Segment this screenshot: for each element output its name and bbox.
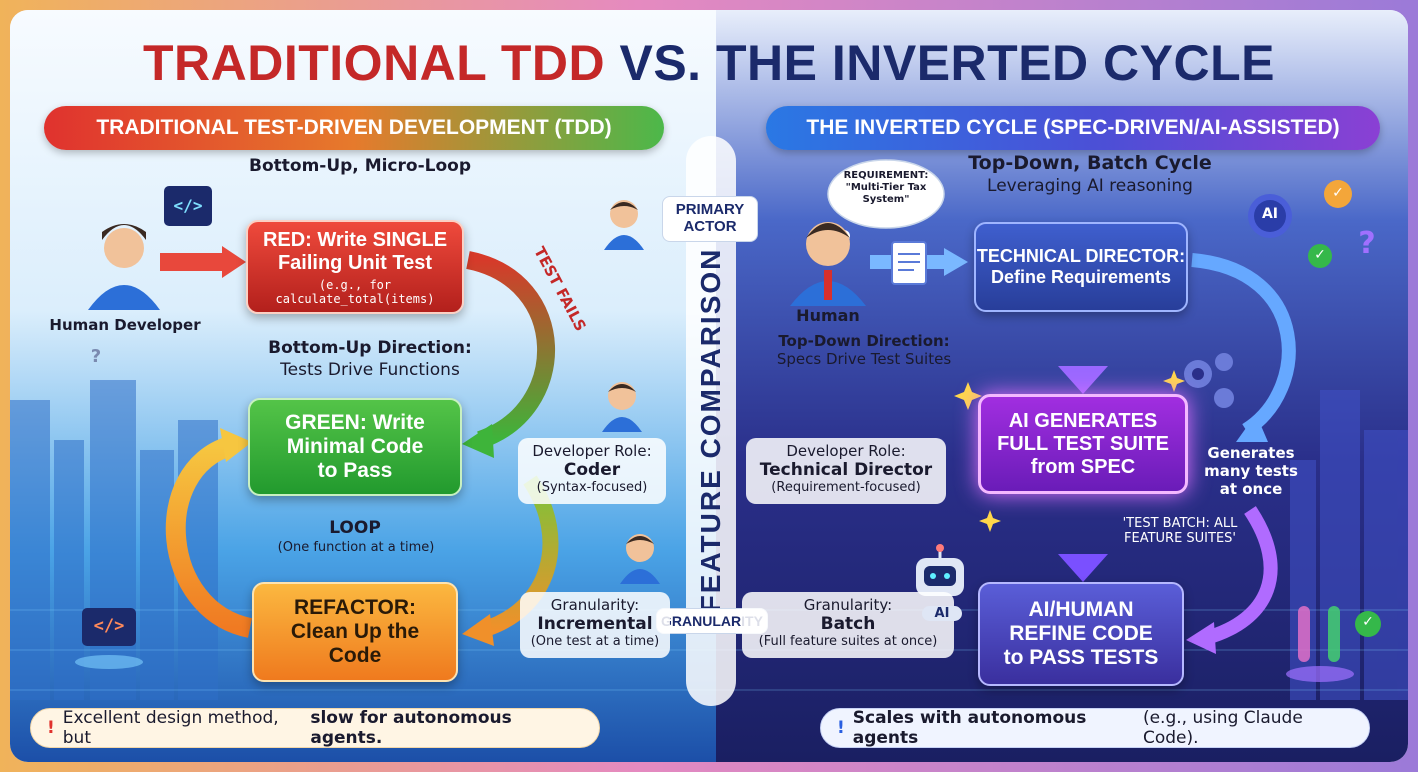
left-subtitle: Bottom-Up, Micro-Loop [249,156,471,176]
top-down-direction-title: Top-Down Direction: [778,332,950,350]
green-line3: to Pass [317,459,393,482]
question-icon-right: ? [1358,226,1376,261]
technical-director-box: TECHNICAL DIRECTOR: Define Requirements [974,222,1188,312]
red-line2: Failing Unit Test [277,251,433,274]
refine-line1: AI/HUMAN [1028,598,1134,621]
check-icon-orange: ✓ [1332,185,1344,201]
refine-line2: REFINE CODE [1009,622,1153,645]
left-gran-note: (One test at a time) [530,634,660,649]
batch-line2: FEATURE SUITES' [1124,531,1236,546]
right-gran-note: (Full feature suites at once) [758,634,938,649]
right-subtitle2: Leveraging AI reasoning [987,176,1193,196]
infographic-frame: TRADITIONAL TDD VS. THE INVERTED CYCLE T… [10,10,1408,762]
right-footer-suffix: (e.g., using Claude Code). [1142,708,1303,748]
left-granularity-card: Granularity: Incremental (One test at a … [520,592,670,658]
right-developer-role-card: Developer Role: Technical Director (Requ… [746,438,946,504]
left-footer-prefix: Excellent design method, but [62,708,279,748]
bubble-line3: System" [862,194,910,205]
primary-actor-line1: PRIMARY [675,201,745,218]
ai-gear-icon: AI [1261,206,1279,222]
main-title: TRADITIONAL TDD VS. THE INVERTED CYCLE [10,34,1408,92]
right-role-label: Developer Role: [786,442,906,460]
left-role-value: Coder [563,460,621,480]
right-subtitle: Top-Down, Batch Cycle [968,152,1212,174]
human-avatar-right [790,222,866,306]
ai-line1: AI GENERATES [1008,409,1158,432]
refactor-line2: Clean Up the [290,620,420,643]
generates-line2: many tests [1204,462,1298,480]
green-step-box: GREEN: Write Minimal Code to Pass [248,398,462,496]
refactor-step-box: REFACTOR: Clean Up the Code [252,582,458,682]
left-section-header: TRADITIONAL TEST-DRIVEN DEVELOPMENT (TDD… [44,106,664,150]
right-role-value: Technical Director [759,460,933,480]
left-footer-note: ! Excellent design method, but slow for … [30,708,600,748]
people-icons [88,200,866,584]
ai-line3: from SPEC [1030,455,1136,478]
title-part-traditional: TRADITIONAL TDD [142,35,606,91]
question-icon: ? [90,346,102,367]
left-gran-label: Granularity: [550,596,640,614]
loop-title: LOOP [329,518,381,538]
granularity-avatar-left [620,534,660,584]
td-line1: TECHNICAL DIRECTOR: [976,246,1186,266]
ai-generates-box: AI GENERATES FULL TEST SUITE from SPEC [978,394,1188,494]
refactor-line3: Code [328,644,382,667]
left-gran-value: Incremental [537,614,653,634]
human-developer-avatar [88,224,160,310]
human-developer-label: Human Developer [49,316,201,334]
refine-code-box: AI/HUMAN REFINE CODE to PASS TESTS [978,582,1184,686]
check-icon-green: ✓ [1314,247,1326,263]
info-icon: ! [837,718,845,738]
right-section-header: THE INVERTED CYCLE (SPEC-DRIVEN/AI-ASSIS… [766,106,1380,150]
left-developer-role-card: Developer Role: Coder (Syntax-focused) [518,438,666,504]
td-line2: Define Requirements [990,267,1172,287]
flow-arrows [75,159,1381,682]
batch-line1: 'TEST BATCH: ALL [1122,516,1238,531]
left-role-note: (Syntax-focused) [536,480,648,495]
bottom-up-direction-text: Tests Drive Functions [280,360,460,380]
code-icon-bottom: </> [93,616,125,636]
human-label-right: Human [796,306,860,325]
refactor-line1: REFACTOR: [293,596,417,619]
top-down-direction-text: Specs Drive Test Suites [776,350,952,368]
generates-line1: Generates [1207,444,1295,462]
ai-line2: FULL TEST SUITE [997,432,1169,455]
left-role-label: Developer Role: [532,442,652,460]
bottom-up-direction-title: Bottom-Up Direction: [268,338,472,358]
primary-actor-line2: ACTOR [683,218,737,235]
code-icon: </> [173,196,203,215]
red-line1: RED: Write SINGLE [262,228,448,251]
generates-note: Generates many tests at once [1196,444,1306,498]
primary-actor-avatar-left [604,200,644,250]
bubble-line2: "Multi-Tier Tax [845,182,927,193]
right-granularity-card: Granularity: Batch (Full feature suites … [742,592,954,658]
ai-robot-badge: AI [922,606,962,621]
test-batch-label: 'TEST BATCH: ALL FEATURE SUITES' [1100,516,1260,546]
warning-icon: ! [47,718,55,738]
generates-line3: at once [1219,480,1283,498]
right-role-note: (Requirement-focused) [771,480,921,495]
right-footer-note: ! Scales with autonomous agents (e.g., u… [820,708,1370,748]
red-step-box: RED: Write SINGLE Failing Unit Test (e.g… [246,220,464,314]
requirement-bubble: REQUIREMENT: "Multi-Tier Tax System" [830,170,942,206]
check-icon-tube: ✓ [1362,614,1374,630]
bubble-line1: REQUIREMENT: [843,170,929,181]
primary-actor-tag: PRIMARY ACTOR [662,196,758,242]
red-note: (e.g., for calculate_total(items) [275,277,435,306]
green-line1: GREEN: Write [285,411,425,434]
left-footer-bold: slow for autonomous agents. [310,708,512,748]
title-part-inverted: VS. THE INVERTED CYCLE [619,35,1276,91]
developer-role-avatar-left [602,382,642,432]
loop-text: (One function at a time) [277,540,435,555]
right-gran-label: Granularity: [803,596,893,614]
right-gran-value: Batch [820,614,876,634]
green-line2: Minimal Code [286,435,424,458]
right-footer-bold: Scales with autonomous agents [852,708,1087,748]
refine-line3: to PASS TESTS [1003,646,1159,669]
